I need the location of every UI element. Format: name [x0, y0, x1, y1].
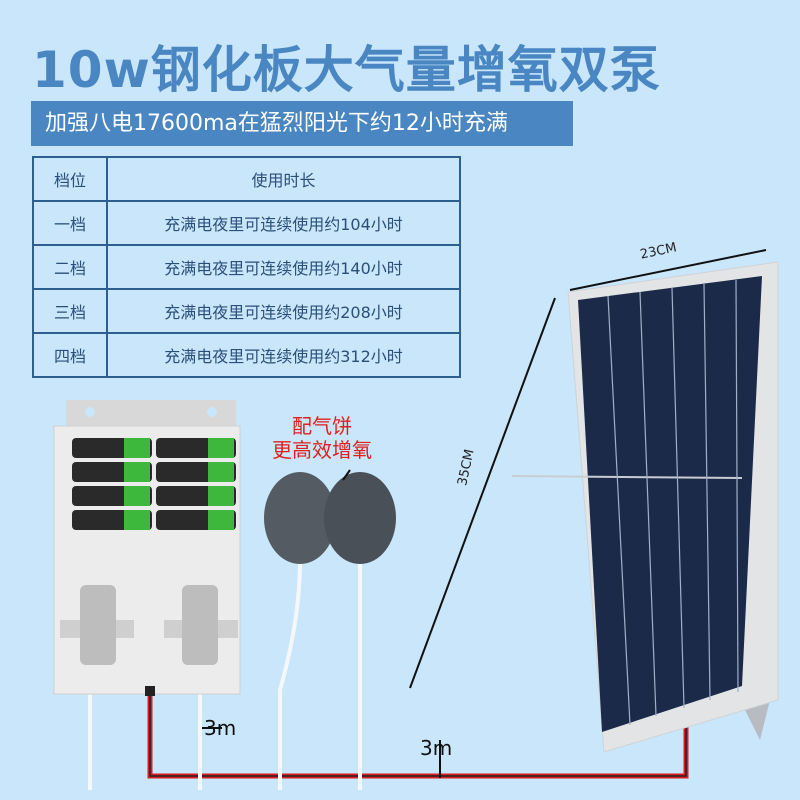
table-row: 三档 充满电夜里可连续使用约208小时 — [32, 288, 461, 334]
header-cell: 使用时长 — [106, 156, 461, 202]
runtime-cell: 充满电夜里可连续使用约140小时 — [106, 244, 461, 290]
table-row: 一档 充满电夜里可连续使用约104小时 — [32, 200, 461, 246]
level-cell: 一档 — [32, 200, 108, 246]
air-stone-label-line2: 更高效增氧 — [272, 438, 372, 462]
level-cell: 三档 — [32, 288, 108, 334]
table-row: 二档 充满电夜里可连续使用约140小时 — [32, 244, 461, 290]
air-pumps — [60, 585, 238, 665]
height-dim-line — [409, 297, 556, 689]
tube-length-label: 3m — [204, 716, 237, 740]
level-cell: 二档 — [32, 244, 108, 290]
battery-banner: 加强八电17600ma在猛烈阳光下约12小时充满 — [31, 101, 573, 146]
air-stone-label-line1: 配气饼 — [292, 414, 352, 438]
air-tubes — [88, 559, 362, 790]
air-stone-label: 配气饼 更高效增氧 — [272, 414, 372, 462]
table-row: 四档 充满电夜里可连续使用约312小时 — [32, 332, 461, 378]
header-cell: 档位 — [32, 156, 108, 202]
power-cable-core — [149, 690, 687, 777]
controller-box — [53, 400, 241, 696]
runtime-table: 档位 使用时长 一档 充满电夜里可连续使用约104小时 二档 充满电夜里可连续使… — [32, 156, 461, 378]
runtime-cell: 充满电夜里可连续使用约104小时 — [106, 200, 461, 246]
cable-length-label: 3m — [420, 736, 453, 760]
air-stones — [264, 469, 396, 564]
battery-pack — [72, 438, 236, 530]
runtime-cell: 充满电夜里可连续使用约208小时 — [106, 288, 461, 334]
level-cell: 四档 — [32, 332, 108, 378]
solar-panel — [511, 261, 779, 753]
runtime-cell: 充满电夜里可连续使用约312小时 — [106, 332, 461, 378]
table-header-row: 档位 使用时长 — [32, 156, 461, 202]
product-title: 10w钢化板大气量增氧双泵 — [32, 41, 661, 99]
width-dim-line — [569, 249, 767, 291]
